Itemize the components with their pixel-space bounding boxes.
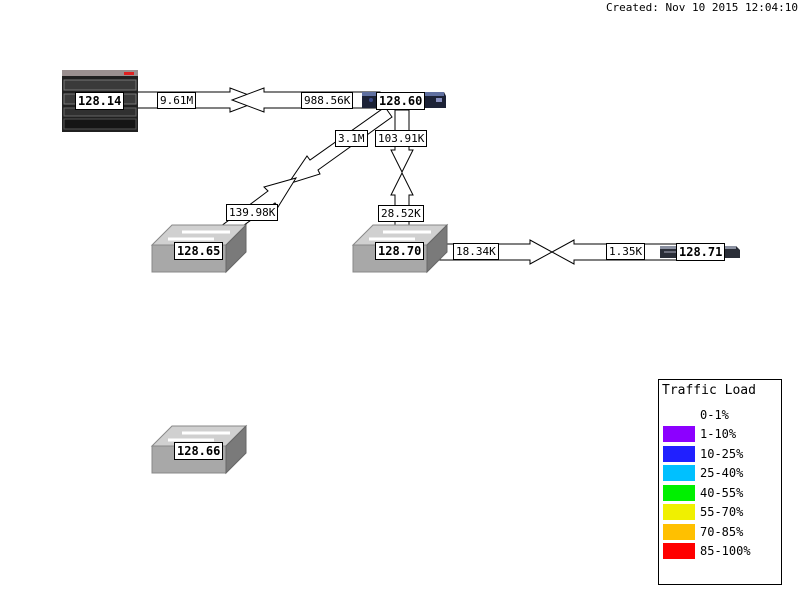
legend-swatch <box>663 446 695 462</box>
legend-swatch <box>663 407 695 423</box>
link-label-bandwidth[interactable]: 28.52K <box>378 205 424 222</box>
link-label-bandwidth[interactable]: 103.91K <box>375 130 428 147</box>
link-label-bandwidth[interactable]: 139.98K <box>226 204 279 221</box>
legend-swatch <box>663 426 695 442</box>
node-label-128-66[interactable]: 128.66 <box>174 442 224 460</box>
legend-label: 40-55% <box>700 486 744 500</box>
link-label-bandwidth[interactable]: 3.1M <box>335 130 368 147</box>
link-label-bandwidth[interactable]: 1.35K <box>606 243 646 260</box>
legend-label: 10-25% <box>700 447 744 461</box>
legend-item: 55-70% <box>663 503 777 521</box>
node-label-128-60[interactable]: 128.60 <box>376 92 426 110</box>
legend-label: 85-100% <box>700 544 751 558</box>
legend-swatch <box>663 524 695 540</box>
node-label-128-71[interactable]: 128.71 <box>676 243 726 261</box>
legend-swatch <box>663 543 695 559</box>
legend-item: 25-40% <box>663 464 777 482</box>
legend-swatch <box>663 504 695 520</box>
legend-item: 85-100% <box>663 542 777 560</box>
legend-swatch <box>663 465 695 481</box>
legend-title: Traffic Load <box>662 383 756 398</box>
legend-item: 40-55% <box>663 484 777 502</box>
created-timestamp: Created: Nov 10 2015 12:04:10 <box>605 1 798 14</box>
legend-label: 70-85% <box>700 525 744 539</box>
link-label-bandwidth[interactable]: 988.56K <box>301 92 354 109</box>
legend-label: 0-1% <box>700 408 729 422</box>
legend-swatch <box>663 485 695 501</box>
legend-label: 25-40% <box>700 466 744 480</box>
legend-item: 1-10% <box>663 425 777 443</box>
link-label-bandwidth[interactable]: 18.34K <box>453 243 499 260</box>
node-label-128-14[interactable]: 128.14 <box>75 92 125 110</box>
legend-label: 55-70% <box>700 505 744 519</box>
legend-item: 10-25% <box>663 445 777 463</box>
legend-label: 1-10% <box>700 427 737 441</box>
node-label-128-70[interactable]: 128.70 <box>375 242 425 260</box>
node-label-128-65[interactable]: 128.65 <box>174 242 224 260</box>
link-label-bandwidth[interactable]: 9.61M <box>157 92 197 109</box>
traffic-load-legend: Traffic Load 0-1% 1-10% 10-25% 25-40% 40… <box>658 379 782 585</box>
legend-item: 70-85% <box>663 523 777 541</box>
legend-item: 0-1% <box>663 406 777 424</box>
